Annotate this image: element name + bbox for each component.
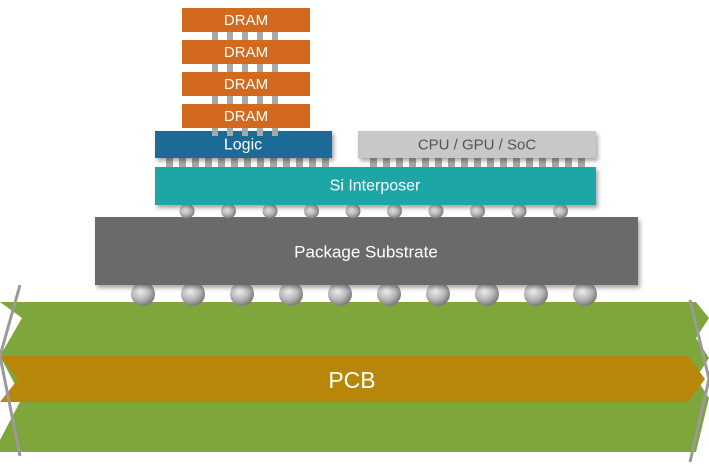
- tsv-connector: [227, 32, 233, 40]
- solder-ball: [426, 282, 450, 306]
- processor-die: [358, 131, 596, 158]
- tsv-connector: [212, 96, 218, 104]
- tsv-connector: [272, 128, 278, 136]
- solder-ball: [230, 282, 254, 306]
- package-substrate: [95, 217, 638, 285]
- microbump: [526, 158, 533, 167]
- tsv-connector: [242, 32, 248, 40]
- solder-ball: [524, 282, 548, 306]
- dram-stack: DRAM DRAM DRAM DRAM: [182, 8, 310, 136]
- solder-ball: [377, 282, 401, 306]
- microbump: [565, 158, 572, 167]
- microbump: [448, 158, 455, 167]
- microbump: [396, 158, 403, 167]
- microbump: [231, 158, 238, 167]
- solder-ball: [181, 282, 205, 306]
- tsv-connector: [272, 32, 278, 40]
- microbump: [461, 158, 468, 167]
- tsv-connector: [242, 64, 248, 72]
- si-interposer-label: Si Interposer: [330, 178, 421, 195]
- microbump: [539, 158, 546, 167]
- substrate-solder-balls: [131, 282, 597, 306]
- dram-die-label: DRAM: [224, 76, 268, 93]
- interposer-bump: [345, 203, 361, 219]
- tsv-connector: [257, 64, 263, 72]
- interposer-bump: [511, 203, 527, 219]
- interposer-bump: [262, 203, 278, 219]
- microbump: [192, 158, 199, 167]
- solder-ball: [328, 282, 352, 306]
- solder-ball: [279, 282, 303, 306]
- microbump: [218, 158, 225, 167]
- dram-die-label: DRAM: [224, 12, 268, 29]
- microbump: [513, 158, 520, 167]
- interposer-bump: [304, 203, 319, 219]
- tsv-connector: [212, 32, 218, 40]
- microbump: [383, 158, 390, 167]
- processor-die-label: CPU / GPU / SoC: [418, 137, 537, 154]
- microbump: [179, 158, 186, 167]
- dram-die: [182, 72, 310, 96]
- microbump: [578, 158, 585, 167]
- interposer-solder-balls: [179, 203, 568, 219]
- microbump: [270, 158, 277, 167]
- microbump: [474, 158, 481, 167]
- microbump: [296, 158, 303, 167]
- microbump: [500, 158, 507, 167]
- pcb-label: PCB: [328, 367, 375, 393]
- pcb-left-edge: [0, 284, 22, 457]
- tsv-connector: [227, 64, 233, 72]
- microbump: [244, 158, 251, 167]
- interposer-bump: [553, 203, 568, 219]
- dram-die-label: DRAM: [224, 108, 268, 125]
- si-interposer: [155, 167, 596, 205]
- dram-die: [182, 104, 310, 128]
- interposer-bump: [387, 203, 402, 219]
- microbump: [487, 158, 494, 167]
- interposer-bump: [470, 203, 485, 219]
- microbump: [552, 158, 559, 167]
- microbump: [322, 158, 329, 167]
- interposer-bump: [221, 203, 236, 219]
- tsv-connector: [227, 96, 233, 104]
- tsv-connector: [257, 96, 263, 104]
- logic-die-label: Logic: [224, 137, 262, 154]
- dram-die-label: DRAM: [224, 44, 268, 61]
- microbump: [422, 158, 429, 167]
- dram-die: [182, 40, 310, 64]
- solder-ball: [475, 282, 499, 306]
- package-substrate-label: Package Substrate: [294, 243, 438, 262]
- tsv-connector: [257, 128, 263, 136]
- pcb-right-edge: [688, 299, 709, 463]
- dram-die: [182, 8, 310, 32]
- die-microbumps: [166, 158, 585, 167]
- tsv-connector: [257, 32, 263, 40]
- interposer-bump: [428, 203, 444, 219]
- microbump: [435, 158, 442, 167]
- solder-ball: [131, 282, 155, 306]
- tsv-connector: [242, 96, 248, 104]
- microbump: [257, 158, 264, 167]
- microbump: [309, 158, 316, 167]
- microbump: [409, 158, 416, 167]
- solder-ball: [573, 282, 597, 306]
- tsv-connector: [212, 128, 218, 136]
- pcb-core-layer: [0, 356, 705, 402]
- microbump: [205, 158, 212, 167]
- pcb-board: PCB: [0, 284, 709, 463]
- interposer-bump: [179, 203, 195, 219]
- tsv-connector: [272, 64, 278, 72]
- tsv-connector: [212, 64, 218, 72]
- tsv-connector: [227, 128, 233, 136]
- microbump: [166, 158, 173, 167]
- microbump: [283, 158, 290, 167]
- tsv-connector: [242, 128, 248, 136]
- microbump: [370, 158, 377, 167]
- tsv-connector: [272, 96, 278, 104]
